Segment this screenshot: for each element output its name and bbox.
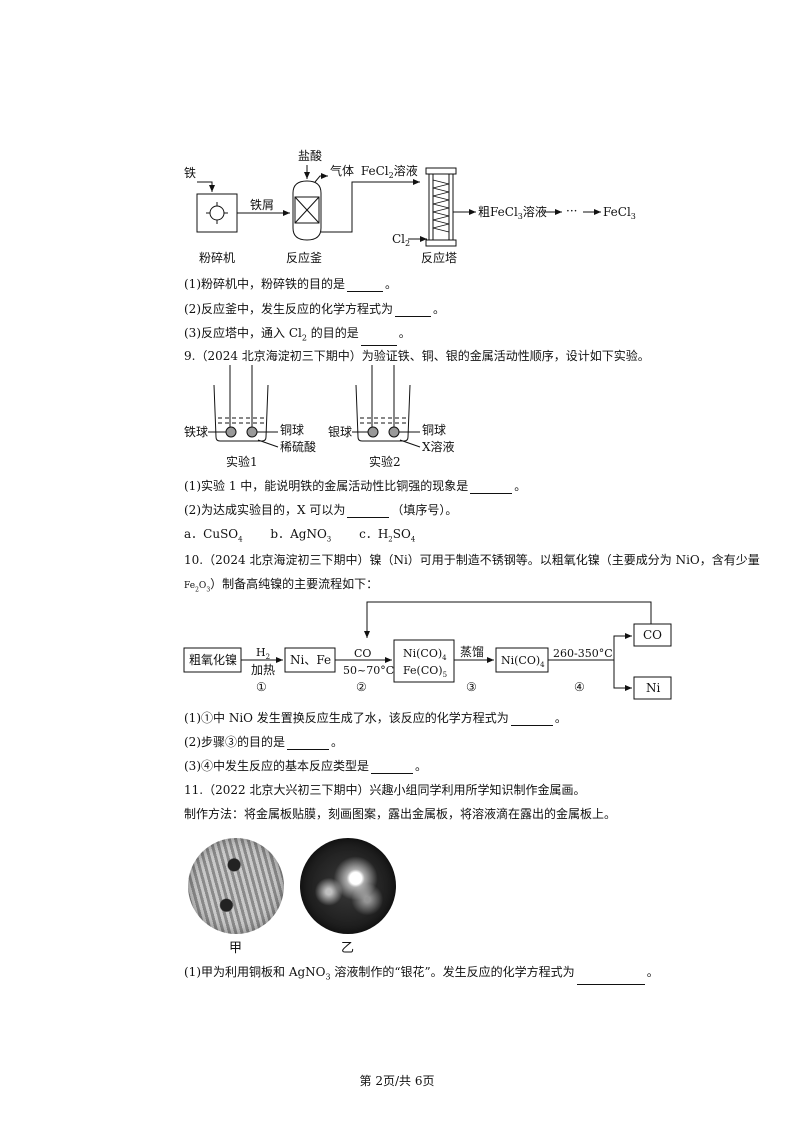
q10-title-line2: Fe2O3）制备高纯镍的主要流程如下： (184, 577, 379, 594)
svg-text:①: ① (256, 680, 267, 694)
label-exp1: 实验1 (226, 454, 258, 469)
label-cl2: Cl2 (392, 232, 410, 248)
svg-text:Fe(CO)5: Fe(CO)5 (403, 664, 447, 679)
answer-blank[interactable] (287, 737, 329, 750)
answer-blank[interactable] (395, 304, 431, 317)
svg-text:Ni(CO)4: Ni(CO)4 (403, 647, 447, 662)
q11-method: 制作方法：将金属板贴膜，刻画图案，露出金属板，将溶液滴在露出的金属板上。 (184, 807, 617, 821)
q10-part1: (1)①中 NiO 发生置换反应生成了水，该反应的化学方程式为。 (184, 711, 567, 726)
label-reactor: 反应釜 (286, 250, 322, 265)
q11-part1: (1)甲为利用铜板和 AgNO3 溶液制作的“银花”。发生反应的化学方程式为。 (184, 964, 659, 986)
label-copper-ball-2: 铜球 (422, 422, 446, 437)
label-exp2: 实验2 (369, 454, 401, 469)
label-dilute-h2so4: 稀硫酸 (280, 439, 316, 454)
beaker-2 (355, 365, 411, 442)
label-tower: 反应塔 (421, 250, 457, 265)
crusher-box (196, 193, 238, 233)
metal-painting-photo-b (300, 838, 396, 934)
svg-text:260-350°C: 260-350°C (553, 647, 613, 660)
option-b[interactable]: b．AgNO3 (270, 527, 332, 544)
label-silver-ball: 银球 (328, 425, 352, 439)
option-a[interactable]: a．CuSO4 (184, 527, 243, 544)
label-crude-fecl3: 粗FeCl3溶液 (478, 204, 547, 221)
q8-part1: (1)粉碎机中，粉碎铁的目的是。 (184, 277, 398, 292)
svg-text:CO: CO (354, 647, 371, 660)
q9-options: a．CuSO4 b．AgNO3 c．H2SO4 (184, 526, 415, 547)
box-co (633, 623, 672, 647)
answer-blank[interactable] (510, 713, 553, 726)
svg-text:蒸馏: 蒸馏 (460, 645, 484, 659)
label-product-fecl3: FeCl3 (603, 205, 636, 221)
answer-blank[interactable] (576, 972, 645, 986)
page-footer: 第 2页/共 6页 (359, 1074, 435, 1088)
box-carbonyls (393, 639, 455, 683)
q9-part1: (1)实验 1 中，能说明铁的金属活动性比铜强的现象是。 (184, 479, 527, 494)
svg-text:③: ③ (466, 680, 477, 694)
svg-text:Ni、Fe: Ni、Fe (290, 653, 331, 667)
option-c[interactable]: c．H2SO4 (359, 527, 416, 544)
q9-part2: (2)为达成实验目的，X 可以为（填序号）。 (184, 503, 458, 518)
q10-part3: (3)④中发生反应的基本反应类型是。 (184, 759, 428, 774)
answer-blank[interactable] (347, 505, 390, 518)
svg-text:50~70°C: 50~70°C (343, 664, 394, 677)
label-x-solution: X溶液 (422, 439, 455, 454)
crusher-icon (206, 202, 228, 224)
answer-blank[interactable] (470, 481, 513, 494)
reaction-tower (425, 167, 457, 247)
caption-b: 乙 (341, 941, 355, 956)
label-iron-ball: 铁球 (184, 425, 208, 439)
reactor-vessel (292, 180, 322, 241)
svg-text:Ni(CO)4: Ni(CO)4 (501, 654, 545, 669)
nickel-process-diagram: 粗氧化镍 H2 加热 ① Ni、Fe CO 50~70°C ② Ni(CO)4 … (183, 601, 672, 700)
box-ni-co4 (495, 647, 549, 673)
svg-text:④: ④ (574, 680, 585, 694)
q10-part2: (2)步骤③的目的是。 (184, 735, 344, 750)
label-copper-ball-1: 铜球 (280, 422, 304, 437)
answer-blank[interactable] (371, 761, 413, 774)
answer-blank[interactable] (347, 279, 383, 292)
q11-title: 11.（2022 北京大兴初三下期中）兴趣小组同学利用所学知识制作金属画。 (184, 783, 586, 797)
svg-text:Ni: Ni (646, 681, 661, 695)
q9-experiment-diagram: 铁球 铜球 稀硫酸 实验1 银球 铜球 X溶液 实验2 (184, 365, 455, 469)
box-crude-nio (183, 647, 242, 673)
svg-text:②: ② (356, 680, 367, 694)
box-ni (633, 676, 672, 700)
beaker-1 (213, 365, 269, 442)
label-gas: 气体 FeCl2溶液 (330, 163, 418, 180)
svg-text:CO: CO (643, 628, 662, 642)
q8-part3: (3)反应塔中，通入 Cl2 的目的是。 (184, 325, 411, 347)
label-ellipsis: ··· (566, 204, 577, 218)
label-hcl: 盐酸 (298, 148, 322, 163)
svg-text:加热: 加热 (251, 663, 275, 677)
label-iron-filings: 铁屑 (250, 198, 274, 212)
svg-text:H2: H2 (256, 646, 270, 661)
fecl3-process-diagram: 铁 粉碎机 铁屑 盐酸 反应釜 气体 FeCl2溶液 (184, 148, 636, 265)
caption-a: 甲 (229, 941, 243, 956)
svg-text:粗氧化镍: 粗氧化镍 (189, 653, 237, 667)
q9-title: 9.（2024 北京海淀初三下期中）为验证铁、铜、银的金属活动性顺序，设计如下实… (184, 349, 650, 363)
q10-title: 10.（2024 北京海淀初三下期中）镍（Ni）可用于制造不锈钢等。以粗氧化镍（… (184, 553, 760, 567)
q8-part2: (2)反应釜中，发生反应的化学方程式为。 (184, 302, 446, 317)
metal-painting-photo-a (188, 838, 284, 934)
answer-blank[interactable] (360, 333, 397, 347)
label-crusher: 粉碎机 (199, 250, 235, 265)
label-iron: 铁 (184, 166, 196, 180)
